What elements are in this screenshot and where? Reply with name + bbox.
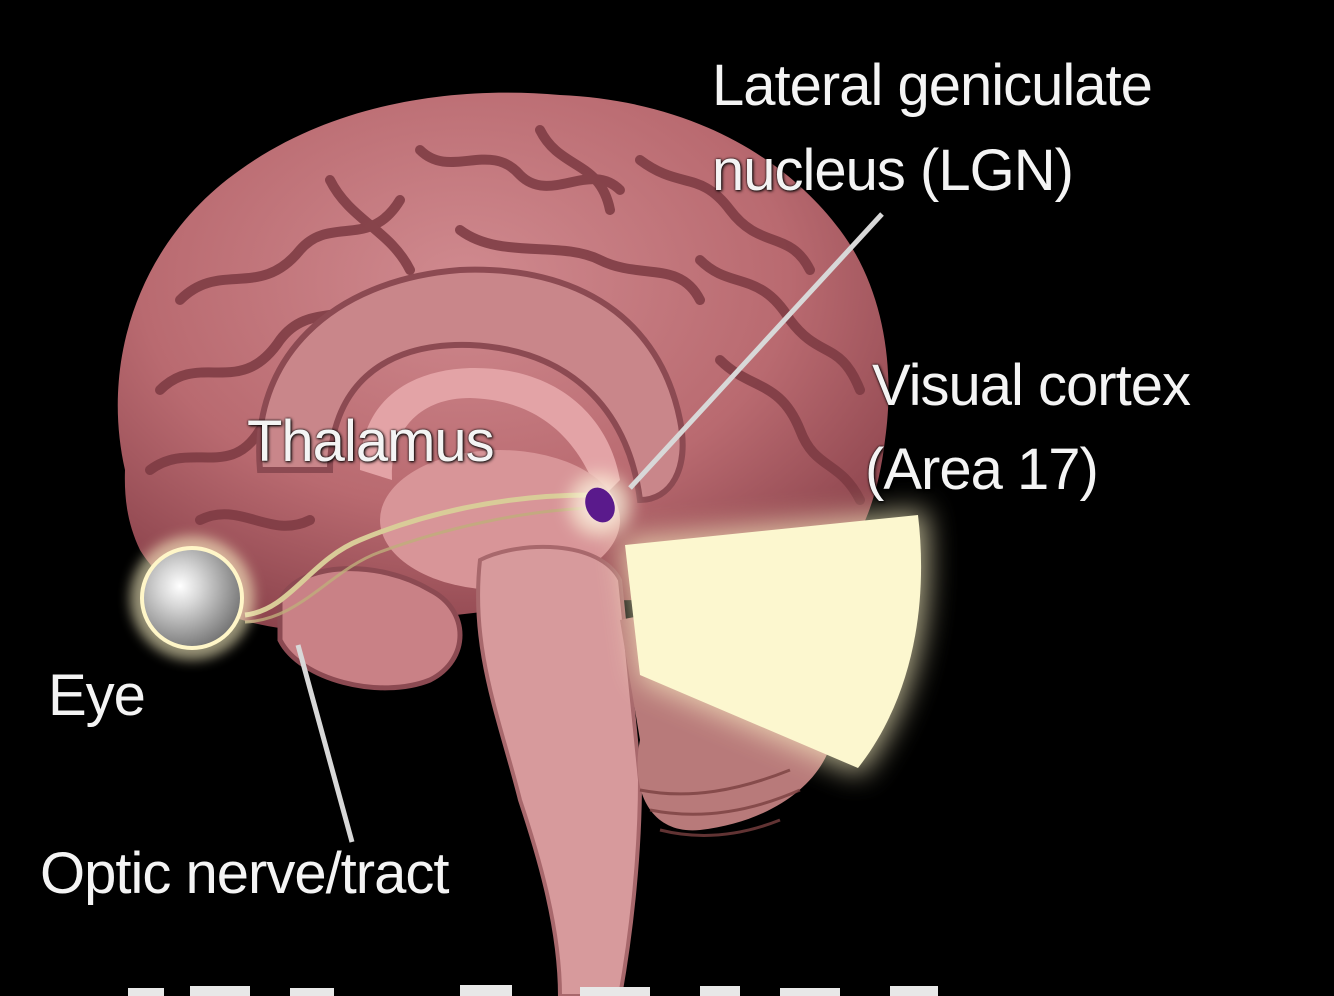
temporal-lobe <box>277 566 463 691</box>
label-visual-cortex-line2: (Area 17) <box>865 437 1099 502</box>
brainstem <box>476 544 643 996</box>
label-lgn-line1: Lateral geniculate <box>712 53 1153 118</box>
cerebral-cortex <box>117 92 889 631</box>
label-lgn-line2: nucleus (LGN) <box>712 138 1074 203</box>
label-thalamus: Thalamus <box>247 409 495 474</box>
eye-ball <box>140 546 244 650</box>
visual-cortex-area-17 <box>625 515 922 768</box>
cerebellum-folia <box>639 768 801 837</box>
label-eye: Eye <box>48 663 146 728</box>
cortex-folds <box>145 125 865 531</box>
lgn-leader-line <box>628 212 884 490</box>
optic-nerve-leader-line <box>295 644 355 843</box>
inner-tissue <box>360 367 620 500</box>
cropped-caption-fragment <box>128 985 938 996</box>
label-optic-nerve: Optic nerve/tract <box>40 841 449 906</box>
lgn-nucleus <box>585 487 615 523</box>
corpus-callosum <box>256 266 686 504</box>
optic-tract <box>244 492 591 618</box>
label-visual-cortex-line1: Visual cortex <box>872 353 1191 418</box>
